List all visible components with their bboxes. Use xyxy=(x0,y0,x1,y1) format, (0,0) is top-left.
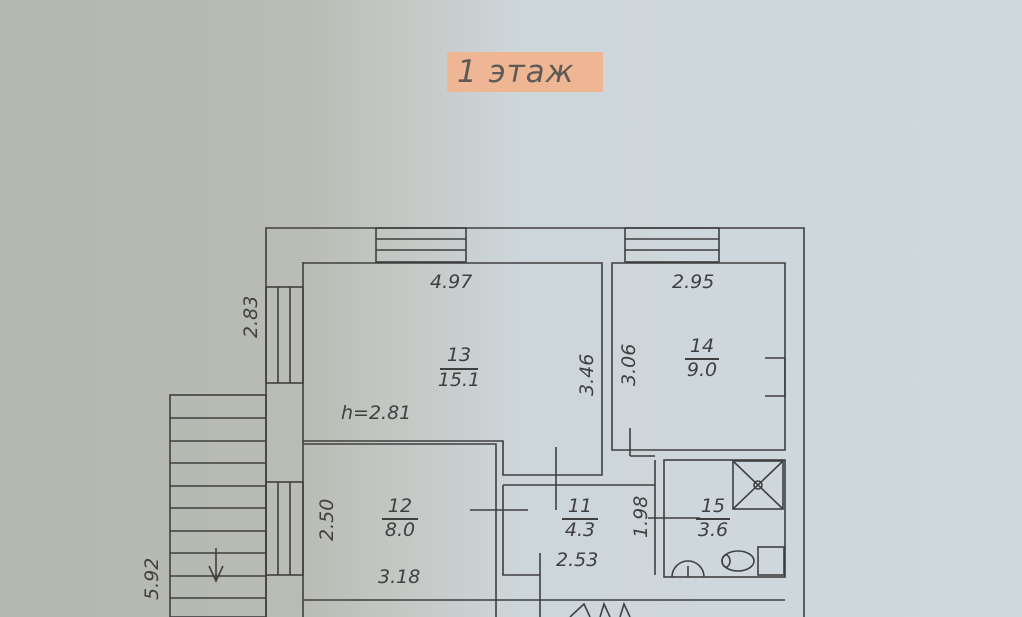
room-15-fraction-line xyxy=(696,518,730,520)
room-14-number: 14 xyxy=(689,335,715,357)
room-14-fraction-line xyxy=(685,358,719,360)
room-14-area: 9.0 xyxy=(686,359,718,381)
room-11-area: 4.3 xyxy=(564,519,596,541)
dimension-room14-depth: 3.06 xyxy=(618,343,640,386)
room-11-fraction-line xyxy=(562,518,598,520)
room-12-fraction-line xyxy=(382,518,418,520)
sink xyxy=(671,560,705,578)
room-13-fraction-line xyxy=(440,368,478,370)
dimension-room13-width: 4.97 xyxy=(430,271,473,293)
door-swing-room14 xyxy=(765,357,786,397)
window-top-left xyxy=(375,227,467,263)
room-11-number: 11 xyxy=(567,495,593,517)
floor-title: 1 этаж xyxy=(447,52,603,92)
dimension-room13-height: h=2.81 xyxy=(341,402,412,424)
room-13-outline xyxy=(303,262,603,476)
dimension-room14-width: 2.95 xyxy=(672,271,715,293)
dimension-room12-width: 3.18 xyxy=(378,566,421,588)
room-12-area: 8.0 xyxy=(384,519,416,541)
dimension-room13-depth: 3.46 xyxy=(576,353,598,396)
toilet xyxy=(757,546,785,576)
dimension-left-wall-upper: 2.83 xyxy=(240,295,262,338)
room-14-outline xyxy=(611,262,786,451)
room-15-area: 3.6 xyxy=(697,519,729,541)
floor-title-text: 1 этаж xyxy=(457,54,575,90)
window-left-upper xyxy=(265,286,304,384)
exterior-stairs xyxy=(169,394,267,617)
room-13-number: 13 xyxy=(446,344,472,366)
dimension-room11-depth: 1.98 xyxy=(630,495,652,538)
room-13-area: 15.1 xyxy=(437,369,481,391)
room-12-outline xyxy=(303,443,497,617)
room-15-number: 15 xyxy=(700,495,726,517)
room-12-number: 12 xyxy=(387,495,413,517)
window-left-lower xyxy=(265,481,304,576)
shower-tray xyxy=(732,460,784,510)
dimension-room11-width: 2.53 xyxy=(556,549,599,571)
window-top-right xyxy=(624,227,720,263)
dimension-room12-depth: 2.50 xyxy=(316,498,338,541)
dimension-left-wall-total: 5.92 xyxy=(141,557,163,600)
